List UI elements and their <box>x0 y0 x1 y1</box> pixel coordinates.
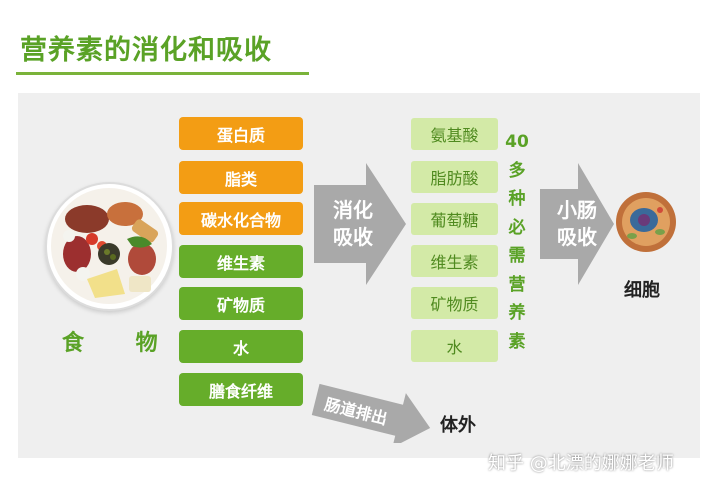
digest-absorb-arrow <box>314 163 406 285</box>
product-glucose: 葡萄糖 <box>411 203 498 235</box>
note-char: 需 <box>508 246 526 266</box>
digest-absorb-arrow-label: 消化 吸收 <box>326 197 380 251</box>
product-water: 水 <box>411 330 498 362</box>
product-fatty-acids: 脂肪酸 <box>411 161 498 193</box>
nutrient-lipids: 脂类 <box>179 161 303 194</box>
essential-nutrients-note: 40 多 种 必 需 营 养 素 <box>500 128 534 356</box>
nutrient-minerals: 矿物质 <box>179 287 303 320</box>
outside-body-label: 体外 <box>440 415 476 436</box>
small-intestine-arrow-label: 小肠 吸收 <box>546 197 608 251</box>
cell-label: 细胞 <box>624 280 660 301</box>
title-underline <box>16 72 309 75</box>
nutrient-protein: 蛋白质 <box>179 117 303 150</box>
nutrient-water: 水 <box>179 330 303 363</box>
note-char: 多 <box>508 160 526 181</box>
note-char: 营 <box>508 274 526 295</box>
product-amino-acids: 氨基酸 <box>411 118 498 150</box>
food-plate-image <box>45 182 174 311</box>
watermark: 知乎 @北漂的娜娜老师 <box>488 453 674 474</box>
page-title: 营养素的消化和吸收 <box>20 35 272 66</box>
small-intestine-absorb-label: 吸收 <box>557 225 597 249</box>
small-intestine-arrow <box>540 163 614 285</box>
absorb-label: 吸收 <box>333 225 373 249</box>
product-minerals: 矿物质 <box>411 287 498 319</box>
note-char: 养 <box>508 303 526 323</box>
food-label: 食 物 <box>62 331 180 356</box>
nutrient-dietary-fiber: 膳食纤维 <box>179 373 303 406</box>
nutrient-vitamins: 维生素 <box>179 245 303 278</box>
nutrient-carbohydrates: 碳水化合物 <box>179 202 303 235</box>
cell-icon <box>616 192 676 252</box>
excretion-arrow <box>311 383 431 443</box>
note-char: 素 <box>508 331 526 352</box>
note-char: 必 <box>508 217 526 238</box>
note-char: 40 <box>505 132 529 152</box>
digest-label: 消化 <box>333 198 373 222</box>
small-intestine-label: 小肠 <box>557 198 597 222</box>
product-vitamins: 维生素 <box>411 245 498 277</box>
note-char: 种 <box>508 189 526 209</box>
